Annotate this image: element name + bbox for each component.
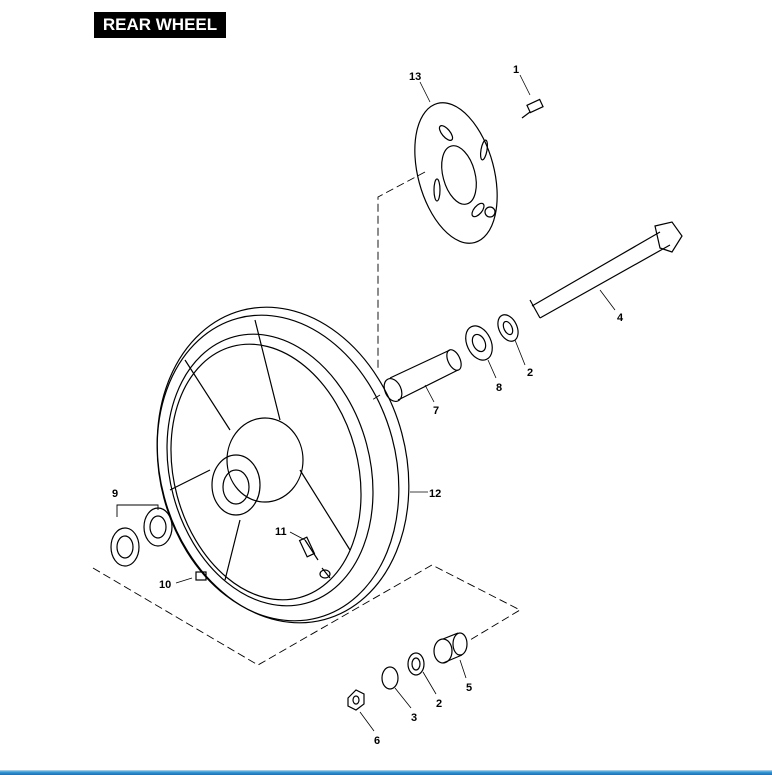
valve-stem: [298, 536, 316, 558]
wheel: [156, 306, 410, 624]
assembly-dashed-lines: [92, 171, 521, 666]
diagram-title: REAR WHEEL: [94, 12, 226, 38]
callout-12: 12: [429, 488, 441, 500]
bearing-left-outer: [110, 527, 140, 567]
callout-1: 1: [513, 64, 519, 76]
leader-lines: [175, 74, 616, 732]
bearing-left-inner: [143, 507, 173, 547]
washer-lower: [407, 652, 425, 676]
lock-washer: [381, 666, 399, 690]
key: [195, 571, 207, 581]
callout-2-lower: 2: [436, 698, 442, 710]
callout-3: 3: [411, 712, 417, 724]
callout-13: 13: [409, 71, 421, 83]
callout-8: 8: [496, 382, 502, 394]
axle: [529, 221, 683, 319]
callout-4: 4: [617, 312, 624, 324]
callout-10: 10: [159, 579, 171, 591]
callout-11: 11: [275, 526, 287, 538]
callout-5: 5: [466, 682, 472, 694]
bottom-border-bar: [0, 770, 772, 775]
spacer-tube: [383, 349, 462, 402]
callout-2: 2: [527, 367, 533, 379]
axle-nut: [347, 689, 365, 711]
bearing: [465, 325, 493, 361]
spacer: [433, 632, 468, 664]
callout-9: 9: [112, 488, 118, 500]
callout-7: 7: [433, 405, 439, 417]
callout-6: 6: [374, 735, 380, 747]
bolt: [521, 98, 544, 119]
brake-rotor: [414, 102, 498, 244]
washer: [497, 314, 519, 342]
